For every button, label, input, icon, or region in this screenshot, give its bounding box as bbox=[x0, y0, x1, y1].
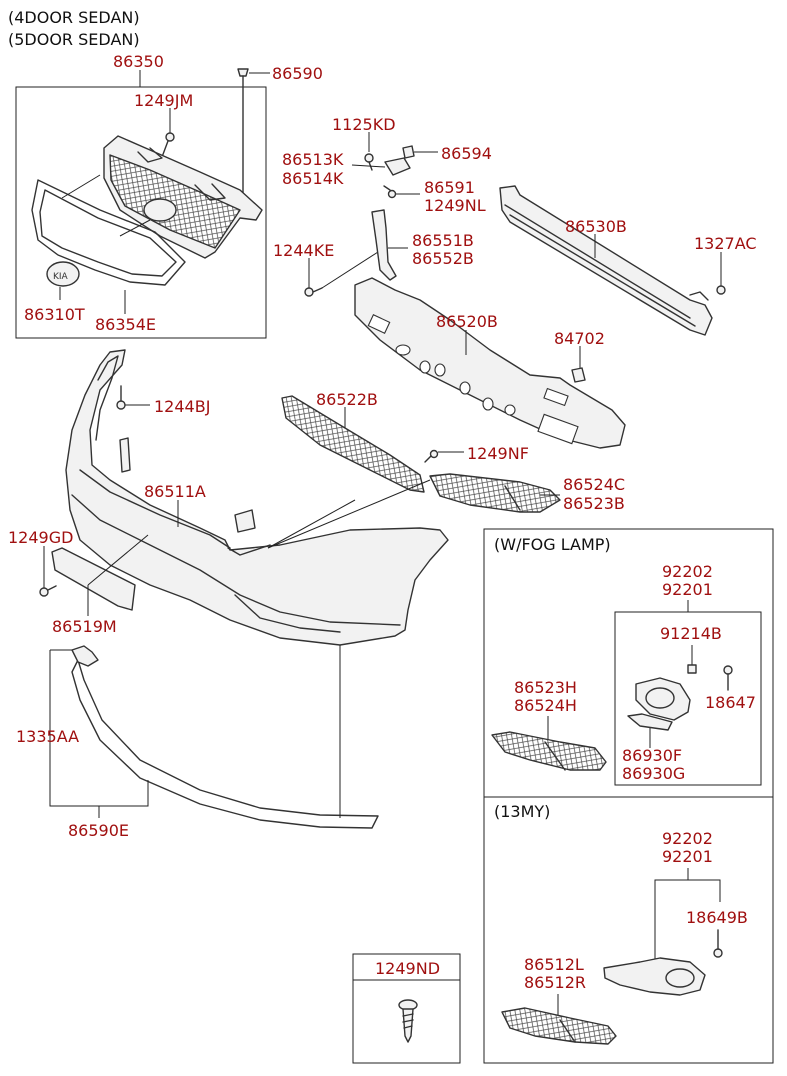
energy-absorber-86520B bbox=[354, 277, 626, 449]
screw-1249ND-box bbox=[352, 953, 461, 1064]
radiator-grille-86350 bbox=[103, 135, 263, 259]
nut-91214B-icon bbox=[687, 664, 697, 674]
fog-box-title: (W/FOG LAMP) bbox=[494, 535, 611, 554]
screw-18647-icon bbox=[723, 665, 733, 691]
bolt-1244KE-icon bbox=[304, 287, 323, 297]
clip-86590-icon bbox=[237, 68, 249, 213]
fog-label-91214B[interactable]: 91214B bbox=[660, 624, 722, 643]
fog-label-86523H[interactable]: 86523H bbox=[514, 678, 577, 697]
bracket-86551B bbox=[371, 209, 397, 281]
part-label-86523B[interactable]: 86523B bbox=[563, 494, 625, 513]
part-label-84702[interactable]: 84702 bbox=[554, 329, 605, 348]
part-label-86551B[interactable]: 86551B bbox=[412, 231, 474, 250]
fog-lamp-assembly-icon bbox=[635, 677, 691, 721]
part-label-1244BJ[interactable]: 1244BJ bbox=[154, 397, 210, 416]
part-label-86310T[interactable]: 86310T bbox=[24, 305, 85, 324]
header-line-1: (4DOOR SEDAN) bbox=[8, 8, 140, 27]
fog-label-92201[interactable]: 92201 bbox=[662, 580, 713, 599]
fog-lamp-inner-box bbox=[614, 611, 762, 786]
clip-86594-icon bbox=[402, 145, 415, 159]
fog-label-86930F[interactable]: 86930F bbox=[622, 746, 682, 765]
13my-box bbox=[483, 796, 774, 1064]
part-label-86590[interactable]: 86590 bbox=[272, 64, 323, 83]
lower-grille-86522B bbox=[281, 395, 425, 493]
part-label-86354E[interactable]: 86354E bbox=[95, 315, 156, 334]
fog-cover-86524C bbox=[429, 473, 561, 513]
fog-cover-86512L-icon bbox=[501, 1007, 617, 1045]
part-label-1249NL[interactable]: 1249NL bbox=[424, 196, 486, 215]
13my-label-86512L[interactable]: 86512L bbox=[524, 955, 584, 974]
13my-label-92201[interactable]: 92201 bbox=[662, 847, 713, 866]
part-label-1244KE[interactable]: 1244KE bbox=[273, 241, 334, 260]
part-label-86350[interactable]: 86350 bbox=[113, 52, 164, 71]
lower-lip-86590E bbox=[71, 659, 379, 829]
fog-cover-86523H-icon bbox=[491, 731, 607, 771]
clip-1335AA-icon bbox=[71, 645, 99, 667]
grille-molding-86354E bbox=[31, 179, 186, 286]
part-label-86591[interactable]: 86591 bbox=[424, 178, 475, 197]
license-bracket-86519M bbox=[51, 547, 136, 611]
bracket-86513K-icon bbox=[384, 157, 411, 176]
fog-label-92202[interactable]: 92202 bbox=[662, 562, 713, 581]
bolt-1125KD-icon bbox=[364, 153, 374, 171]
part-label-86552B[interactable]: 86552B bbox=[412, 249, 474, 268]
part-label-1249NF[interactable]: 1249NF bbox=[467, 444, 529, 463]
13my-label-86512R[interactable]: 86512R bbox=[524, 973, 586, 992]
part-label-86513K[interactable]: 86513K bbox=[282, 150, 344, 169]
clip-84702-icon bbox=[571, 367, 586, 383]
part-label-1335AA[interactable]: 1335AA bbox=[16, 727, 79, 746]
bumper-cover-86511A bbox=[65, 349, 449, 646]
screw-1249GD-icon bbox=[39, 585, 57, 597]
screw-18649B-icon bbox=[713, 929, 723, 958]
13my-label-18649B[interactable]: 18649B bbox=[686, 908, 748, 927]
13my-box-title: (13MY) bbox=[494, 802, 550, 821]
part-label-86520B[interactable]: 86520B bbox=[436, 312, 498, 331]
screw-box-title[interactable]: 1249ND bbox=[375, 959, 440, 978]
part-label-1327AC[interactable]: 1327AC bbox=[694, 234, 757, 253]
13my-label-92202[interactable]: 92202 bbox=[662, 829, 713, 848]
screw-86591-icon bbox=[383, 185, 397, 199]
part-label-86590E[interactable]: 86590E bbox=[68, 821, 129, 840]
part-label-1249GD[interactable]: 1249GD bbox=[8, 528, 73, 547]
screw-1249NF-icon bbox=[424, 449, 439, 463]
part-label-86530B[interactable]: 86530B bbox=[565, 217, 627, 236]
screw-1249ND-icon bbox=[398, 999, 418, 1043]
part-label-86514K[interactable]: 86514K bbox=[282, 169, 344, 188]
fog-label-86524H[interactable]: 86524H bbox=[514, 696, 577, 715]
screw-1249JM-icon bbox=[161, 132, 175, 158]
bolt-1244BJ-icon bbox=[116, 385, 126, 410]
header-line-2: (5DOOR SEDAN) bbox=[8, 30, 140, 49]
grille-group-box bbox=[15, 86, 267, 339]
bumper-beam-86530B bbox=[499, 185, 713, 336]
emblem-mark: KIA bbox=[53, 272, 69, 282]
fog-label-18647[interactable]: 18647 bbox=[705, 693, 756, 712]
part-label-86524C[interactable]: 86524C bbox=[563, 475, 625, 494]
fog-bracket-86930F-icon bbox=[627, 713, 673, 731]
emblem-86310T-icon bbox=[46, 261, 80, 287]
nut-1327AC-icon bbox=[716, 285, 726, 295]
fog-lamp-13my-icon bbox=[603, 957, 706, 996]
part-label-1125KD[interactable]: 1125KD bbox=[332, 115, 396, 134]
part-label-86511A[interactable]: 86511A bbox=[144, 482, 206, 501]
part-label-1249JM[interactable]: 1249JM bbox=[134, 91, 193, 110]
part-label-86594[interactable]: 86594 bbox=[441, 144, 492, 163]
fog-label-86930G[interactable]: 86930G bbox=[622, 764, 685, 783]
part-label-86519M[interactable]: 86519M bbox=[52, 617, 117, 636]
part-label-86522B[interactable]: 86522B bbox=[316, 390, 378, 409]
